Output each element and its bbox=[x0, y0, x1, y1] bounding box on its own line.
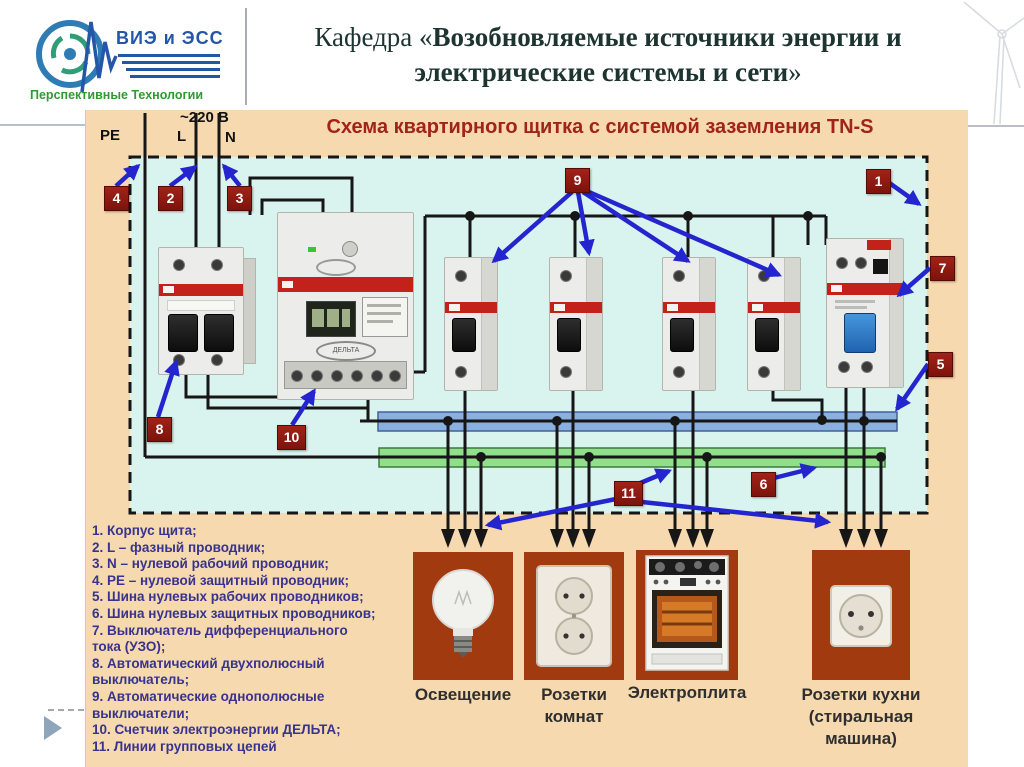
single-pole-breaker-1 bbox=[444, 257, 498, 391]
legend-line: выключатель; bbox=[92, 672, 190, 688]
load-label-kitchen: Розетки кухни (стиральная машина) bbox=[801, 685, 921, 748]
page-title-prefix: Кафедра « bbox=[314, 22, 433, 52]
legend-line: 10. Счетчик электроэнергии ДЕЛЬТА; bbox=[92, 722, 341, 738]
header: ВИЭ и ЭСС Перспективные Технологии Кафед… bbox=[0, 0, 1024, 125]
logo-decor-line bbox=[122, 61, 220, 64]
legend-line: 5. Шина нулевых рабочих проводников; bbox=[92, 589, 364, 605]
header-rule-left bbox=[0, 124, 86, 126]
legend-line: 2. L – фазный проводник; bbox=[92, 539, 266, 555]
legend: 1. Корпус щита; 2. L – фазный проводник;… bbox=[92, 523, 402, 755]
slide-nav-dash bbox=[48, 709, 84, 711]
legend-line: 4. PE – нулевой защитный проводник; bbox=[92, 572, 350, 588]
badge-3: 3 bbox=[227, 186, 252, 211]
single-pole-breaker-2 bbox=[549, 257, 603, 391]
meter-terminal-strip bbox=[284, 361, 407, 389]
wind-turbine-icon bbox=[963, 1, 1024, 125]
load-label-stove: Электроплита bbox=[627, 683, 747, 702]
load-box-lighting bbox=[413, 552, 513, 680]
legend-line: выключатели; bbox=[92, 705, 190, 721]
legend-line: 1. Корпус щита; bbox=[92, 523, 197, 538]
load-box-stove bbox=[636, 550, 738, 680]
badge-1: 1 bbox=[866, 169, 891, 194]
badge-8: 8 bbox=[147, 417, 172, 442]
legend-line: 9. Автоматические однополюсные bbox=[92, 688, 325, 704]
rcd-red-cap bbox=[867, 240, 891, 250]
slide-nav-marker[interactable] bbox=[44, 716, 62, 740]
electricity-meter: ДЕЛЬТА bbox=[277, 212, 414, 400]
legend-line: 3. N – нулевой рабочий проводник; bbox=[92, 556, 329, 572]
page-title-suffix: » bbox=[788, 57, 802, 87]
two-pole-breaker bbox=[158, 247, 244, 375]
label-pe: PE bbox=[100, 127, 121, 144]
load-box-kitchen bbox=[812, 550, 910, 680]
page-title-main: Возобновляемые источники энергии и элект… bbox=[414, 22, 902, 87]
label-n: N bbox=[225, 129, 236, 146]
badge-5: 5 bbox=[928, 352, 953, 377]
single-pole-breaker-3 bbox=[662, 257, 716, 391]
meter-lcd bbox=[306, 301, 356, 337]
label-l: L bbox=[177, 128, 187, 145]
badge-7: 7 bbox=[930, 256, 955, 281]
legend-line: 11. Линии групповых цепей bbox=[92, 738, 277, 754]
load-box-rooms bbox=[524, 552, 624, 680]
legend-line: 8. Автоматический двухполюсный bbox=[92, 655, 325, 671]
badge-4: 4 bbox=[104, 186, 129, 211]
meter-info-panel bbox=[362, 297, 408, 337]
load-label-lighting: Освещение bbox=[414, 685, 512, 704]
logo-waveform-icon bbox=[80, 21, 118, 93]
meter-button[interactable] bbox=[342, 241, 358, 257]
meter-led bbox=[308, 247, 316, 252]
single-socket-icon bbox=[830, 585, 892, 647]
rcd-test-button[interactable] bbox=[873, 259, 888, 274]
page-title: Кафедра «Возобновляемые источники энерги… bbox=[252, 20, 964, 90]
logo-brand-text: ВИЭ и ЭСС bbox=[116, 28, 224, 48]
rcd-breaker bbox=[826, 238, 904, 388]
badge-6: 6 bbox=[751, 472, 776, 497]
meter-delta-badge: ДЕЛЬТА bbox=[316, 341, 376, 361]
badge-10: 10 bbox=[277, 425, 306, 450]
label-voltage: ~220 В bbox=[180, 109, 229, 126]
legend-line: 6. Шина нулевых защитных проводников; bbox=[92, 605, 376, 621]
logo-subtitle: Перспективные Технологии bbox=[30, 88, 204, 102]
header-divider bbox=[245, 8, 247, 105]
header-rule-right bbox=[966, 125, 1024, 127]
light-bulb-icon bbox=[432, 569, 494, 658]
load-label-rooms: Розетки комнат bbox=[541, 685, 607, 726]
badge-11: 11 bbox=[614, 481, 643, 506]
badge-9: 9 bbox=[565, 168, 590, 193]
rcd-toggle[interactable] bbox=[844, 313, 876, 353]
badge-2: 2 bbox=[158, 186, 183, 211]
electric-stove-icon bbox=[645, 555, 729, 671]
single-pole-breaker-4 bbox=[747, 257, 801, 391]
double-socket-icon bbox=[536, 565, 612, 667]
legend-line: тока (УЗО); bbox=[92, 639, 166, 655]
logo-decor-line bbox=[130, 75, 220, 78]
legend-line: 7. Выключатель дифференциального bbox=[92, 622, 348, 638]
logo-decor-line bbox=[118, 54, 220, 57]
logo-decor-line bbox=[126, 68, 220, 71]
meter-logo-oval bbox=[316, 259, 356, 276]
diagram-title: Схема квартирного щитка с системой зазем… bbox=[326, 116, 874, 138]
